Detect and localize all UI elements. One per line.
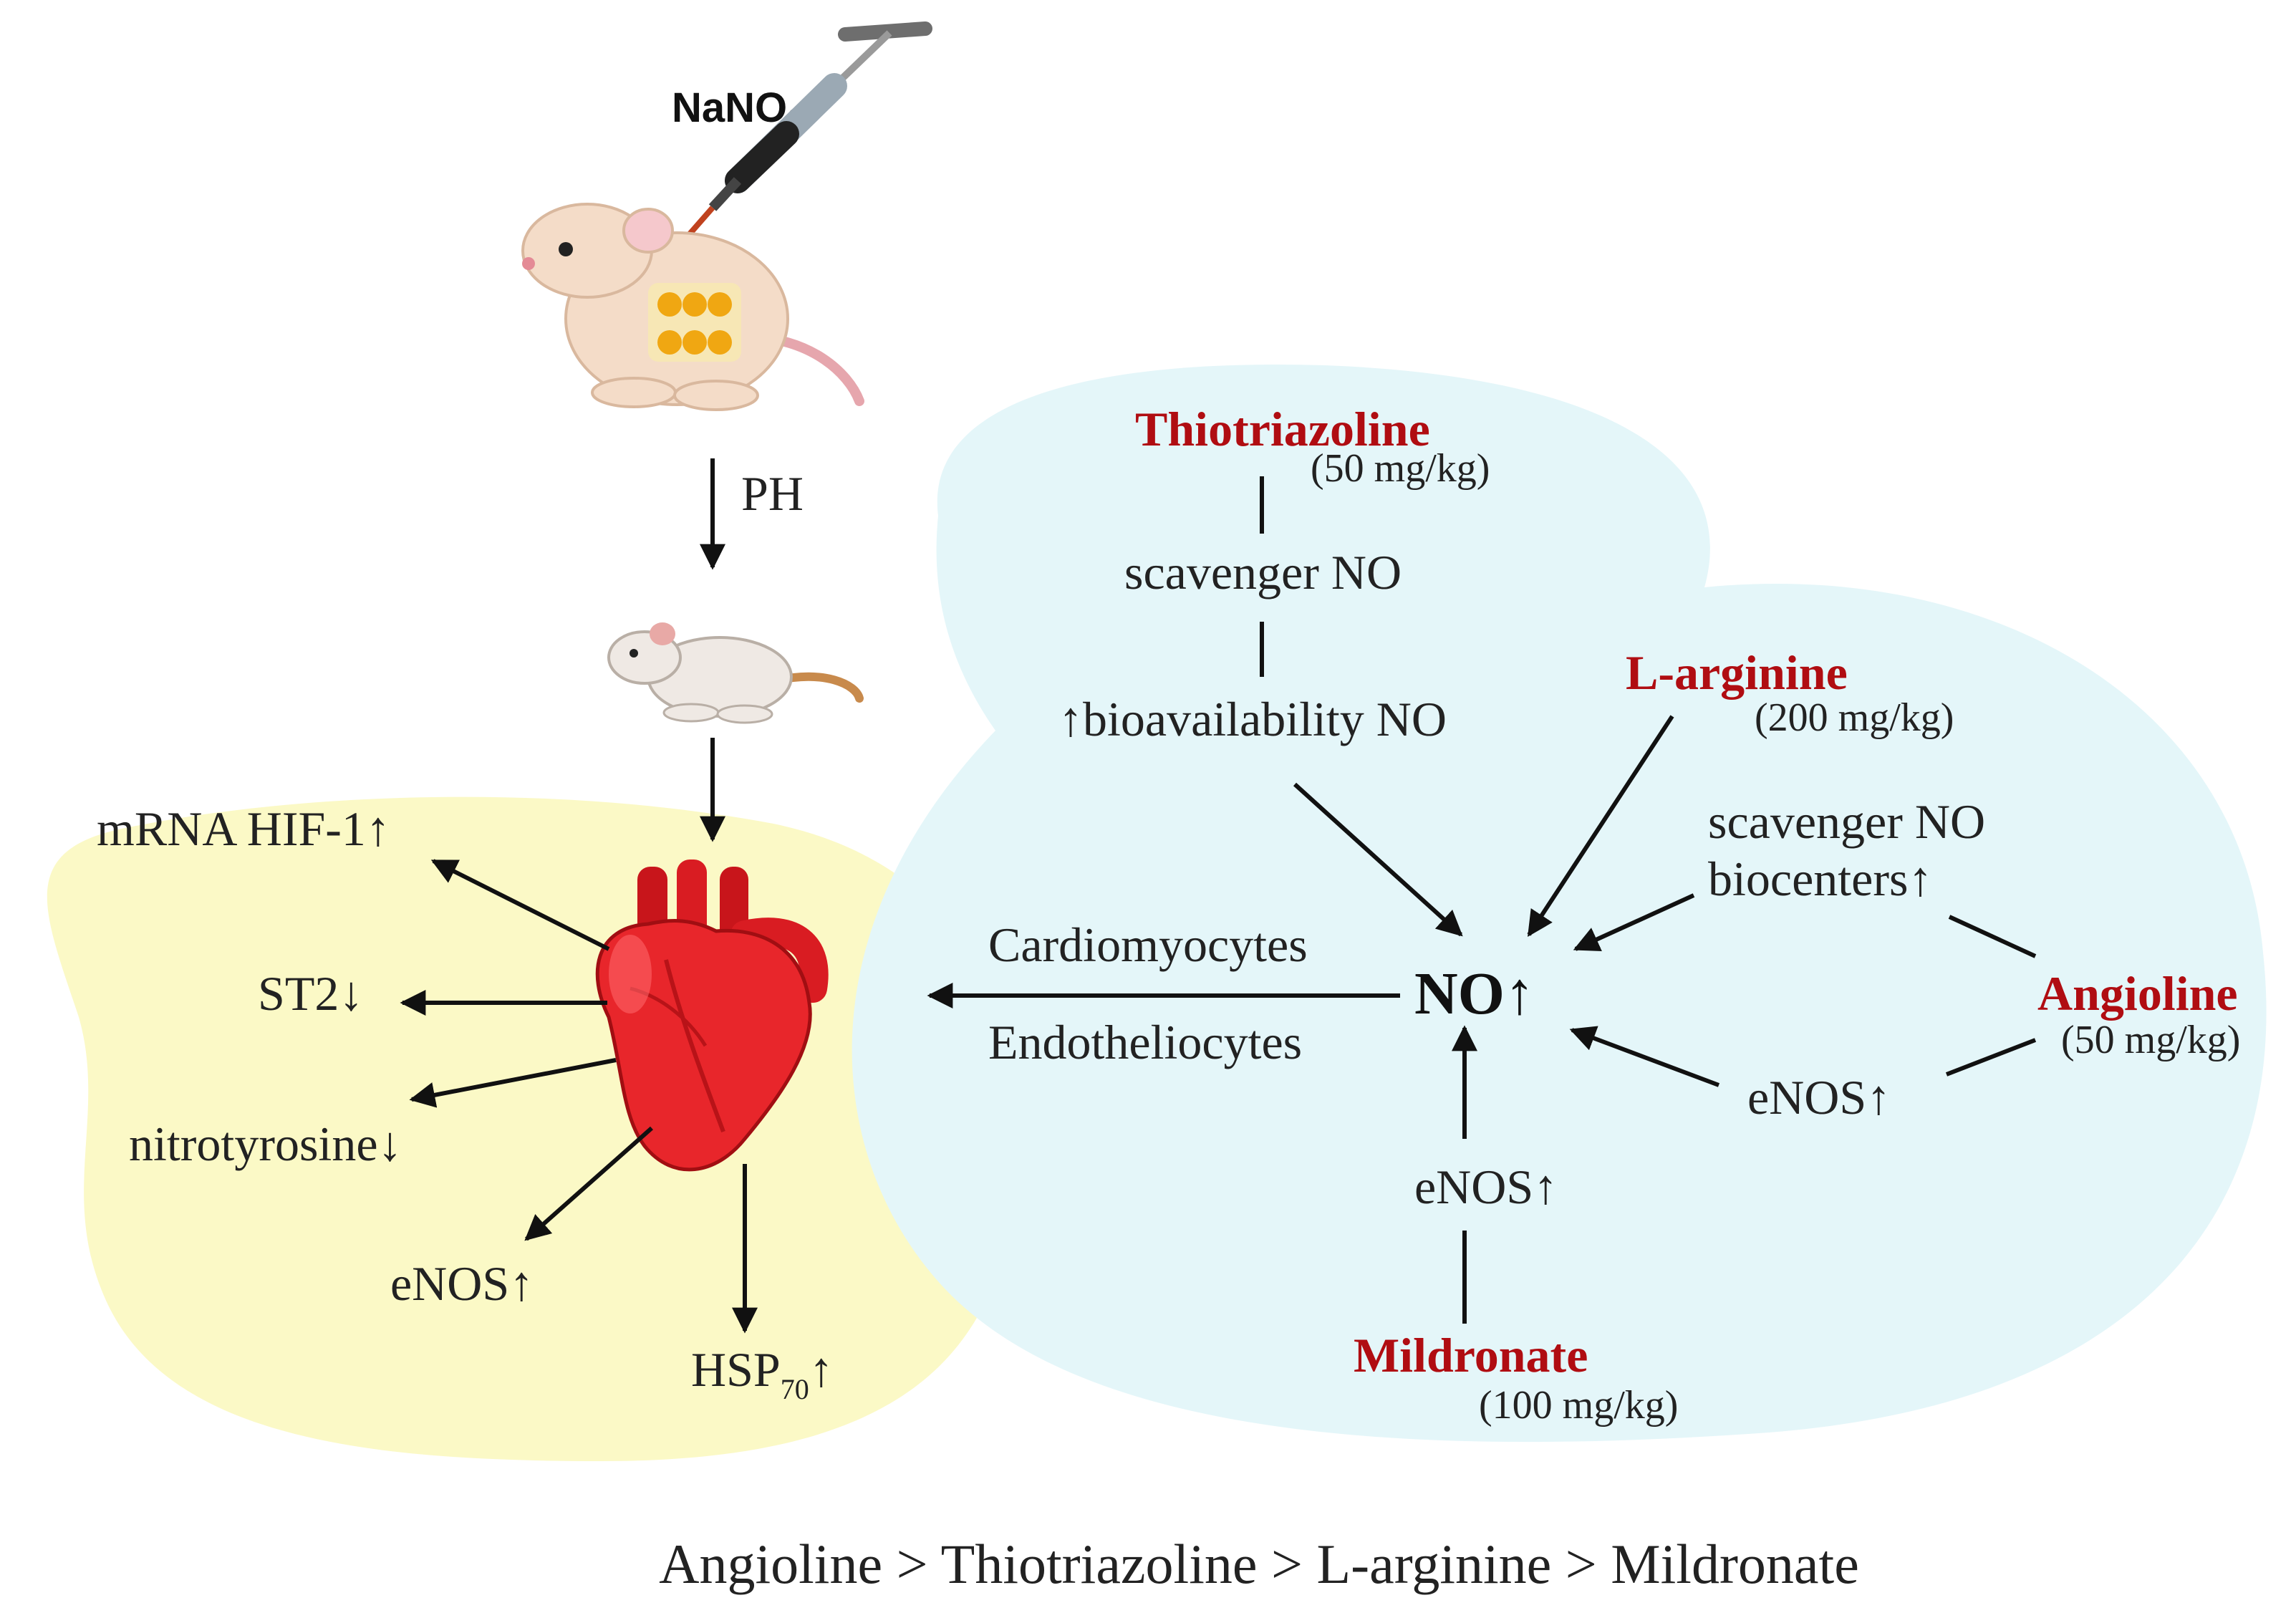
st2-label: ST2↓	[258, 966, 363, 1021]
angioline-dose: (50 mg/kg)	[2061, 1018, 2240, 1062]
mildronate-name: Mildronate	[1354, 1328, 1588, 1382]
thiotriazoline-name: Thiotriazoline	[1135, 402, 1430, 456]
angioline-to-scavenger-line	[1948, 915, 2037, 958]
angioline-mech-scavenger: scavenger NO	[1708, 794, 1985, 849]
no-center-label: NO↑	[1414, 960, 1535, 1027]
hif-arrow	[430, 859, 610, 951]
ph-label: PH	[741, 466, 804, 521]
endotheliocytes-label: Endotheliocytes	[988, 1015, 1302, 1069]
nitrotyrosine-arrow	[409, 1058, 617, 1108]
no-mechanism-zone	[852, 364, 2267, 1443]
nitrotyrosine-label: nitrotyrosine↓	[129, 1117, 402, 1171]
rat-icon	[521, 203, 864, 411]
syringe-icon	[685, 21, 932, 239]
scavenger-to-no-arrow	[1573, 893, 1695, 951]
larginine-name: L-arginine	[1626, 645, 1848, 700]
small-rat-icon	[607, 622, 864, 724]
angioline-enos-to-no-arrow	[1569, 1026, 1720, 1087]
thiotriazoline-to-no-arrow	[1293, 782, 1463, 937]
angioline-mech-enos: eNOS↑	[1747, 1070, 1891, 1125]
heart-icon	[595, 860, 829, 1172]
thiotriazoline-mech-scavenger: scavenger NO	[1124, 545, 1402, 600]
angioline-name: Angioline	[2037, 966, 2238, 1021]
hsp-label: HSP70↑	[691, 1342, 834, 1405]
mildronate-dose: (100 mg/kg)	[1479, 1383, 1678, 1427]
efficacy-ranking: Angioline > Thiotriazoline > L-arginine …	[659, 1533, 1859, 1595]
hsp-subscript: 70	[781, 1373, 809, 1405]
hif-label: mRNA HIF-1↑	[97, 801, 390, 856]
larginine-to-no-arrow	[1527, 715, 1674, 938]
cardiomyocytes-label: Cardiomyocytes	[988, 918, 1308, 972]
angioline-mech-biocenters: biocenters↑	[1708, 852, 1932, 906]
enos-heart-label: eNOS↑	[390, 1256, 534, 1311]
mildronate-mech-enos: eNOS↑	[1414, 1160, 1558, 1214]
thiotriazoline-mech-bioavailability: ↑bioavailability NO	[1058, 692, 1447, 746]
hsp-arrow-glyph: ↑	[809, 1342, 834, 1397]
thiotriazoline-dose: (50 mg/kg)	[1311, 446, 1490, 491]
larginine-dose: (200 mg/kg)	[1755, 695, 1954, 740]
enos-heart-arrow	[524, 1126, 653, 1241]
hsp-base: HSP	[691, 1342, 781, 1397]
angioline-to-enos-line	[1945, 1038, 2037, 1077]
